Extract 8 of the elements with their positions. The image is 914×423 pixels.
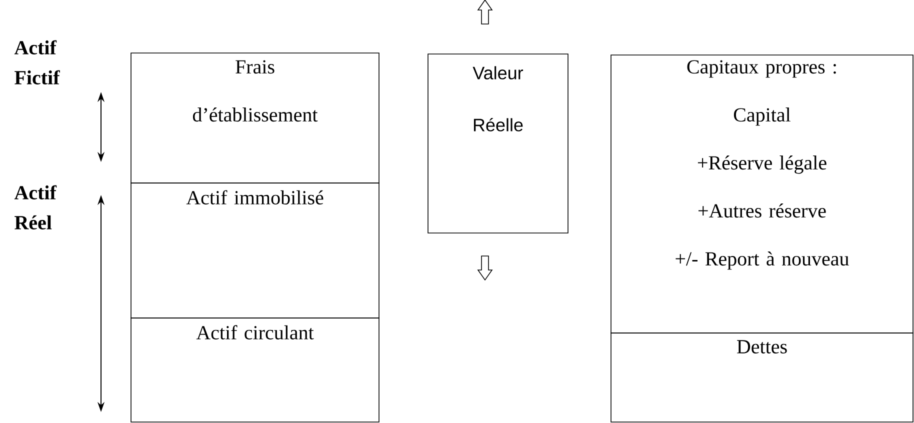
side-label: Actif Fictif [14, 40, 60, 84]
balance-box: Actif circulant [130, 318, 380, 422]
balance-box: Capitaux propres : Capital +Réserve légale +Autres réserve +/- Report à nouveau [610, 54, 914, 334]
balance-box: Dettes [610, 332, 914, 422]
value-box: Valeur Réelle [428, 54, 568, 234]
side-label: Actif Réel [14, 185, 57, 230]
balance-box: Frais d’établissement [130, 52, 380, 184]
balance-box: Actif immobilisé [130, 182, 380, 318]
